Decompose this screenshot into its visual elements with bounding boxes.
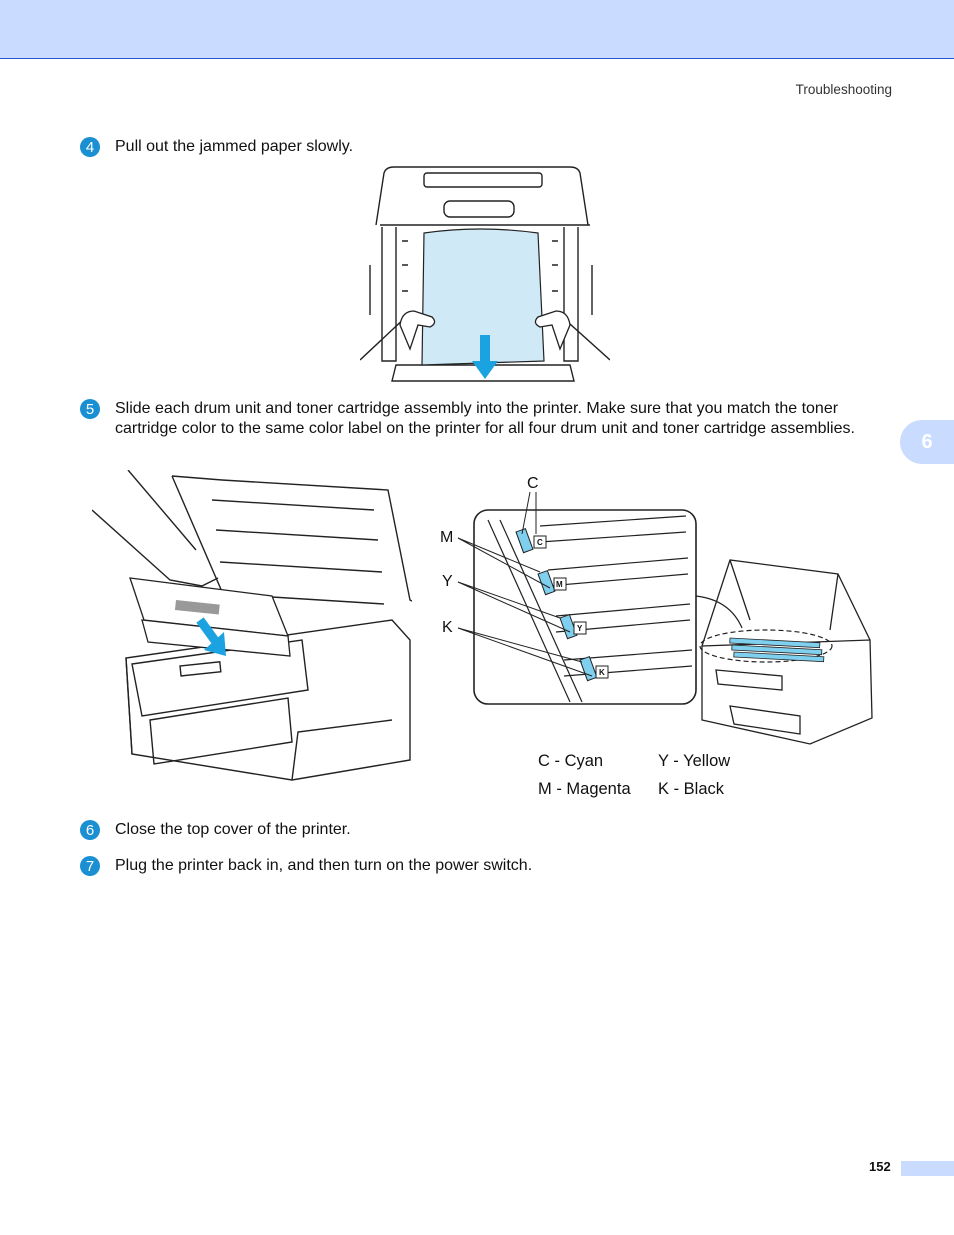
callout-y: Y [442, 573, 453, 590]
insert-arrow [196, 617, 226, 656]
step-7: 7 Plug the printer back in, and then tur… [80, 856, 532, 876]
paper-sheet [421, 228, 545, 366]
chapter-tab[interactable]: 6 [900, 420, 954, 464]
pull-arrow [472, 335, 498, 379]
page-number: 152 [869, 1159, 891, 1174]
section-title: Troubleshooting [795, 82, 892, 97]
slot-label-m: M [556, 580, 563, 589]
step-4: 4 Pull out the jammed paper slowly. [80, 137, 353, 157]
legend-yellow: Y - Yellow [658, 752, 731, 770]
legend-magenta: M - Magenta [538, 780, 631, 798]
step-6: 6 Close the top cover of the printer. [80, 820, 351, 840]
step-number-badge: 4 [80, 137, 100, 157]
callout-c: C [527, 475, 539, 492]
step-text: Plug the printer back in, and then turn … [115, 857, 533, 874]
legend-black: K - Black [658, 780, 725, 798]
step-text: Pull out the jammed paper slowly. [115, 138, 354, 155]
jammed-paper-illustration [360, 166, 610, 382]
step-text: Close the top cover of the printer. [115, 821, 351, 838]
insert-drum-illustration [92, 470, 412, 781]
footer-band [901, 1161, 954, 1176]
callout-k: K [442, 619, 453, 636]
step-5: 5 Slide each drum unit and toner cartrid… [80, 399, 895, 439]
slot-label-y: Y [577, 624, 583, 633]
step-number-badge: 5 [80, 399, 100, 419]
step-text: Slide each drum unit and toner cartridge… [115, 400, 855, 437]
detail-inset [473, 509, 697, 705]
callout-m: M [440, 529, 453, 546]
legend-cyan: C - Cyan [538, 752, 604, 770]
step-number-badge: 7 [80, 856, 100, 876]
slot-label-c: C [537, 538, 543, 547]
header-band [0, 0, 954, 59]
slot-label-k: K [599, 668, 605, 677]
color-label-detail-illustration: C M Y K C M Y K [440, 475, 873, 745]
step-number-badge: 6 [80, 820, 100, 840]
